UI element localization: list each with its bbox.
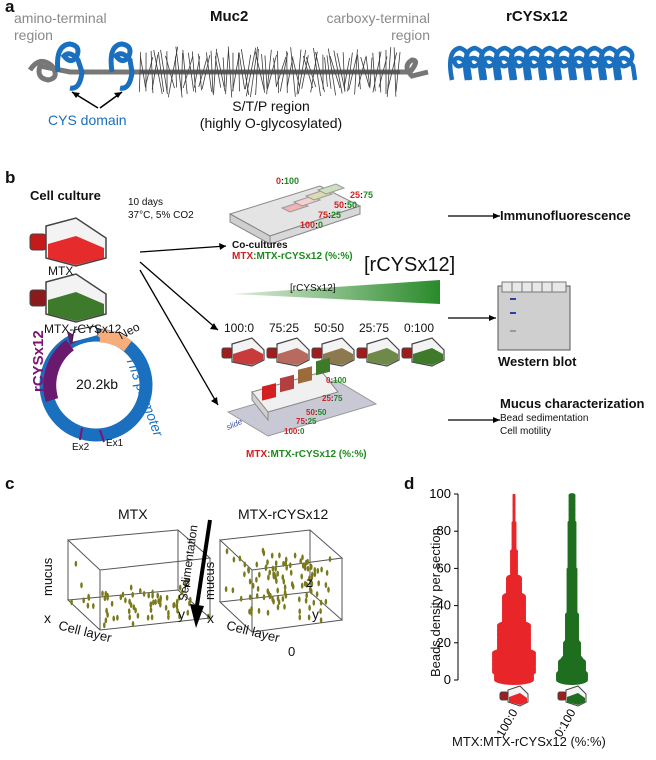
violin-core-100:0 (500, 638, 528, 666)
category-flask-100:0 (500, 686, 528, 706)
violin-core-0:100 (559, 652, 585, 678)
chart-x-axis-label: MTX:MTX-rCYSx12 (%:%) (452, 734, 606, 749)
violin-0:100 (556, 493, 588, 685)
y-tick-label-100: 100 (429, 486, 451, 501)
chart-y-axis-label: Beads density per section (428, 528, 443, 677)
y-tick-label-0: 0 (444, 672, 451, 687)
violin-100:0 (492, 494, 536, 685)
category-flask-0:100 (558, 686, 586, 706)
